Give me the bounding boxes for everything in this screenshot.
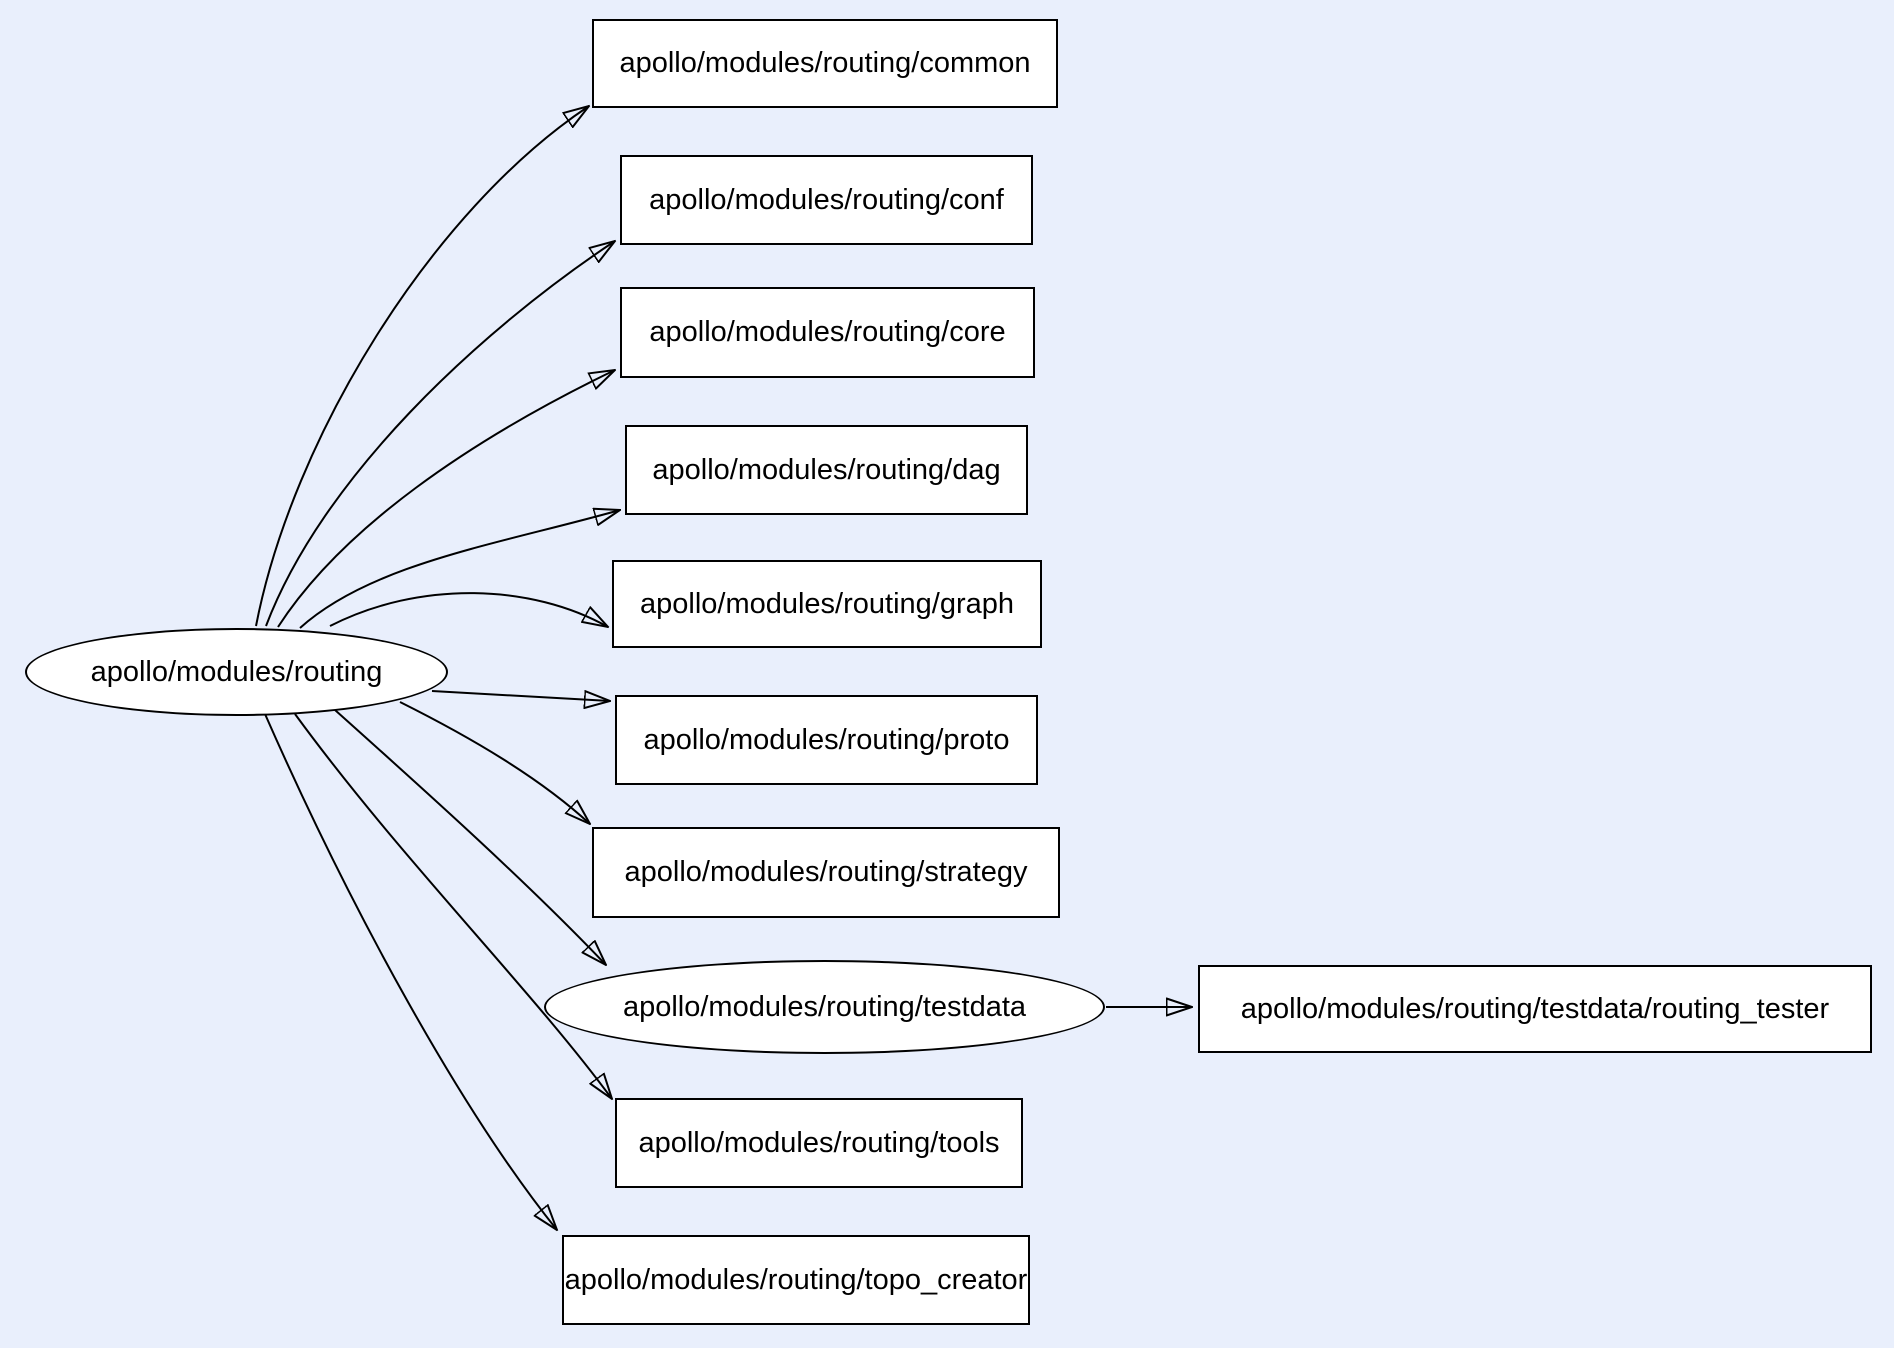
- node-testdata-label: apollo/modules/routing/testdata: [622, 990, 1027, 1023]
- node-routing-tester-label: apollo/modules/routing/testdata/routing_…: [1240, 992, 1830, 1025]
- node-graph-label: apollo/modules/routing/graph: [639, 587, 1015, 620]
- edge-routing-to-testdata: [334, 709, 606, 965]
- node-tools-label: apollo/modules/routing/tools: [638, 1126, 1000, 1159]
- node-common: apollo/modules/routing/common: [592, 19, 1058, 108]
- edge-routing-to-proto: [431, 690, 610, 701]
- node-routing-label: apollo/modules/routing: [90, 655, 383, 688]
- node-graph: apollo/modules/routing/graph: [612, 560, 1042, 648]
- node-proto: apollo/modules/routing/proto: [615, 695, 1038, 785]
- edge-routing-to-graph: [329, 592, 608, 627]
- node-topo-creator: apollo/modules/routing/topo_creator: [562, 1235, 1030, 1325]
- node-dag-label: apollo/modules/routing/dag: [652, 453, 1001, 486]
- node-core: apollo/modules/routing/core: [620, 287, 1035, 378]
- node-common-label: apollo/modules/routing/common: [619, 47, 1031, 80]
- node-strategy: apollo/modules/routing/strategy: [592, 827, 1060, 918]
- edge-routing-to-dag: [299, 510, 620, 629]
- node-routing-tester: apollo/modules/routing/testdata/routing_…: [1198, 965, 1872, 1053]
- node-testdata: apollo/modules/routing/testdata: [544, 960, 1105, 1054]
- edge-routing-to-conf: [265, 241, 615, 627]
- node-routing: apollo/modules/routing: [25, 628, 448, 716]
- edge-routing-to-tools: [294, 713, 612, 1099]
- edge-routing-to-topo-creator: [264, 713, 557, 1230]
- edge-routing-to-strategy: [399, 701, 590, 824]
- node-core-label: apollo/modules/routing/core: [649, 316, 1006, 349]
- edge-routing-to-common: [255, 106, 589, 627]
- edge-routing-to-core: [277, 370, 615, 628]
- node-strategy-label: apollo/modules/routing/strategy: [624, 856, 1028, 889]
- node-conf-label: apollo/modules/routing/conf: [649, 183, 1004, 216]
- node-topo-creator-label: apollo/modules/routing/topo_creator: [564, 1263, 1028, 1296]
- node-tools: apollo/modules/routing/tools: [615, 1098, 1023, 1188]
- node-conf: apollo/modules/routing/conf: [620, 155, 1033, 245]
- node-proto-label: apollo/modules/routing/proto: [643, 723, 1010, 756]
- node-dag: apollo/modules/routing/dag: [625, 425, 1028, 515]
